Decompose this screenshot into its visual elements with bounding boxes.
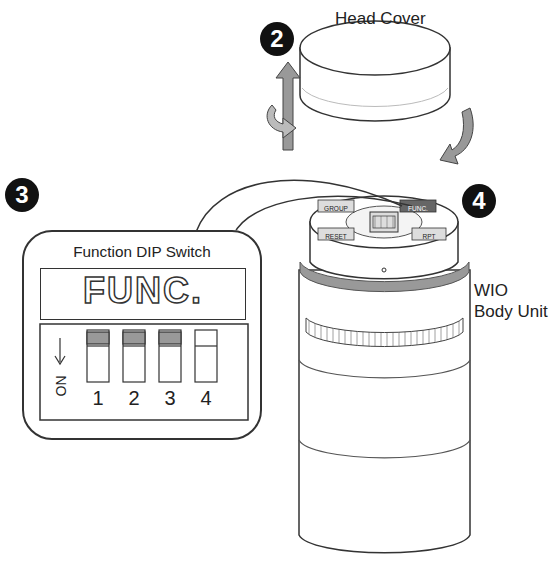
node-text: FUNC. [41, 271, 245, 311]
part-name: WIO Body Unit [474, 280, 550, 323]
switch-number: 3 [164, 388, 175, 408]
callout-number: 2 [260, 22, 294, 56]
switch-number: 4 [200, 388, 211, 408]
button-label: RPT [423, 234, 436, 241]
button-label: FUNC. [408, 206, 428, 213]
part-name: Head Cover [335, 10, 426, 27]
node-text: Function DIP Switch [24, 244, 260, 261]
button-label: RESET [325, 234, 347, 241]
button-label: GROUP [324, 206, 348, 213]
callout-number: 3 [5, 178, 39, 212]
callout-number: 4 [462, 184, 496, 218]
callout-bubble: Function DIP SwitchFUNC. [22, 230, 262, 440]
switch-number: 2 [128, 388, 139, 408]
switch-number: 1 [92, 388, 103, 408]
switch-on-label: ON [53, 376, 67, 397]
func-panel: FUNC. [40, 268, 246, 320]
